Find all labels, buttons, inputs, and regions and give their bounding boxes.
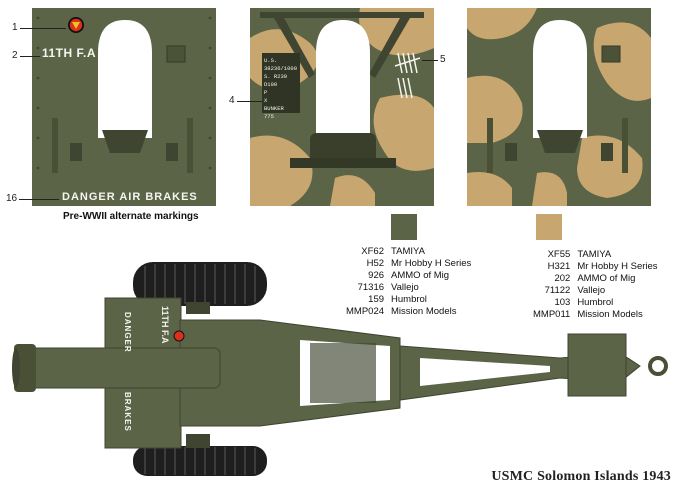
paint-brand: Mission Models: [577, 309, 643, 320]
paint-code: 159: [368, 294, 385, 305]
paint-code: 71122: [544, 285, 571, 296]
paint-row: 71316 Vallejo: [346, 282, 471, 294]
paint-row: H52 Mr Hobby H Series: [346, 258, 472, 270]
paint-code: H52: [366, 258, 385, 269]
paint-code: 103: [554, 297, 571, 308]
paint-code: 926: [368, 270, 385, 281]
paint-brand: TAMIYA: [577, 249, 612, 260]
paint-code: XF55: [547, 249, 571, 260]
data-plate-line: 775: [264, 113, 274, 120]
paint-brand: Vallejo: [391, 282, 419, 293]
callout-leader: [19, 199, 59, 200]
paint-brand: Humbrol: [577, 297, 614, 308]
paint-row: MMP024 Mission Models: [346, 306, 471, 318]
callout-label: 4: [229, 95, 235, 106]
shield-stencil-left: DANGER: [123, 312, 132, 353]
paint-row: XF62 TAMIYA: [346, 246, 471, 258]
paint-code: 71316: [357, 282, 385, 293]
data-plate-line: X: [264, 97, 268, 104]
warning-stencil: DANGER AIR BRAKES: [62, 191, 198, 203]
data-plate-line: S. R230 D100: [264, 73, 288, 88]
wheel: [133, 262, 267, 306]
data-plate-line: P: [264, 89, 268, 96]
olive-drab-paint-table: XF62 TAMIYA H52 Mr Hobby H Series 926 AMMO …: [346, 246, 471, 318]
shield-unit-marking: 11TH F.A: [160, 306, 170, 344]
paint-code: H321: [547, 261, 571, 272]
panel-caption: Pre-WWII alternate markings: [63, 211, 199, 222]
shield-panel-olive: 11TH F.A DANGER AIR BRAKES: [32, 8, 216, 206]
callout-label: 1: [12, 22, 18, 33]
paint-brand: AMMO of Mig: [391, 270, 450, 281]
olive-drab-swatch: [391, 214, 417, 240]
shield-panel-camo-front: [467, 8, 651, 206]
howitzer-top-view: DANGER BRAKES 11TH F.A: [0, 258, 683, 478]
callout-label: 2: [12, 50, 18, 61]
paint-code: MMP011: [533, 309, 571, 320]
shield-stencil-right: BRAKES: [123, 392, 132, 432]
paint-row: MMP011 Mission Models: [533, 309, 658, 321]
callout-leader: [237, 101, 262, 102]
callout-leader: [20, 28, 66, 29]
unit-marking: 11TH F.A: [42, 46, 97, 60]
sand-paint-table: XF55 TAMIYA H321 Mr Hobby H Series 202 AMMO…: [533, 249, 658, 321]
page-title: USMC Solomon Islands 1943: [491, 469, 671, 484]
paint-brand: Vallejo: [577, 285, 606, 296]
paint-brand: AMMO of Mig: [577, 273, 636, 284]
paint-brand: Mr Hobby H Series: [391, 258, 472, 269]
callout-leader: [422, 60, 438, 61]
paint-row: 202 AMMO of Mig: [533, 273, 658, 285]
wheel: [133, 446, 267, 476]
sand-swatch: [536, 214, 562, 240]
paint-code: 202: [554, 273, 571, 284]
shield-panel-camo-rear: U.S. 38236/1000 S. R230 D100 P X BUNKER …: [250, 8, 434, 206]
paint-row: 926 AMMO of Mig: [346, 270, 471, 282]
data-plate-line: BUNKER: [264, 105, 284, 112]
paint-row: H321 Mr Hobby H Series: [533, 261, 658, 273]
paint-brand: TAMIYA: [391, 246, 425, 257]
callout-label: 5: [440, 54, 446, 65]
callout-leader: [20, 56, 40, 57]
paint-brand: Humbrol: [391, 294, 427, 305]
paint-row: XF55 TAMIYA: [533, 249, 658, 261]
paint-brand: Mission Models: [391, 306, 457, 317]
paint-code: MMP024: [346, 306, 385, 317]
paint-code: XF62: [361, 246, 385, 257]
paint-brand: Mr Hobby H Series: [577, 261, 658, 272]
paint-row: 159 Humbrol: [346, 294, 471, 306]
paint-row: 103 Humbrol: [533, 297, 658, 309]
callout-label: 16: [6, 193, 18, 204]
data-plate: U.S. 38236/1000 S. R230 D100 P X BUNKER …: [264, 57, 300, 121]
data-plate-line: U.S. 38236/1000: [264, 57, 298, 72]
paint-row: 71122 Vallejo: [533, 285, 658, 297]
